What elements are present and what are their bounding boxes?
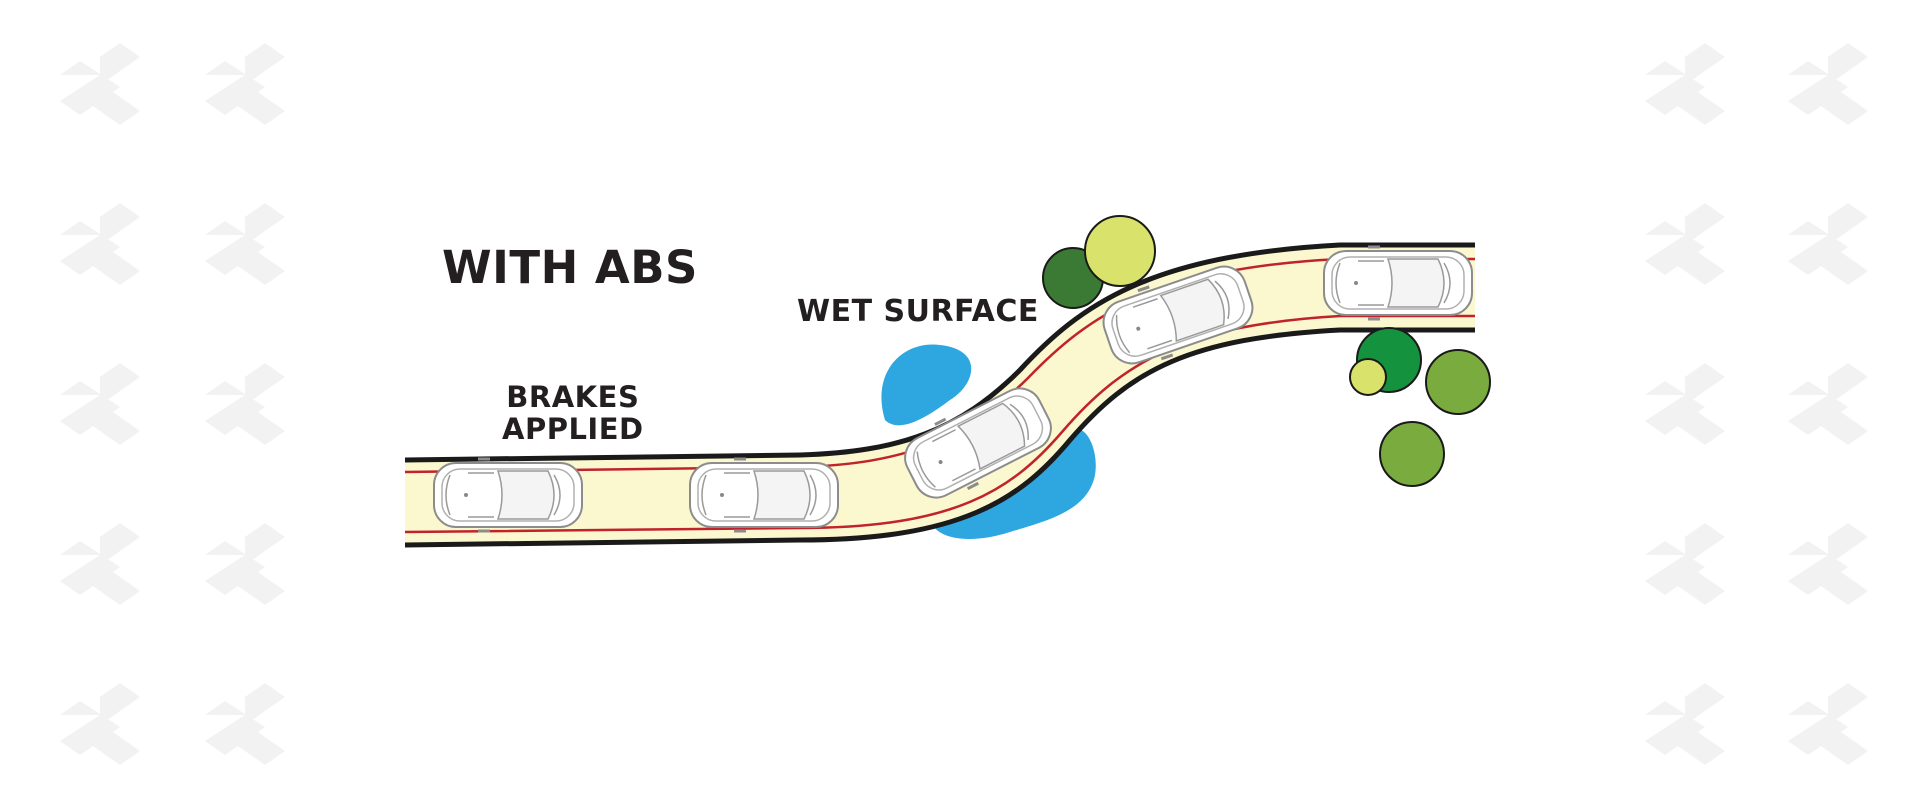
brakes-label-line1: BRAKES bbox=[506, 380, 640, 414]
tree-mid-2 bbox=[1379, 421, 1445, 487]
suzuki-logo-watermark-icon bbox=[205, 683, 285, 765]
suzuki-logo-watermark-icon bbox=[205, 43, 285, 125]
tree-light-2 bbox=[1349, 358, 1387, 396]
tree-mid-1 bbox=[1425, 349, 1491, 415]
suzuki-logo-watermark-icon bbox=[205, 363, 285, 445]
suzuki-logo-watermark-icon bbox=[60, 363, 140, 445]
car-1 bbox=[432, 457, 584, 533]
suzuki-logo-watermark-icon bbox=[1788, 523, 1868, 605]
brakes-label-line2: APPLIED bbox=[502, 411, 644, 446]
suzuki-logo-watermark-icon bbox=[205, 203, 285, 285]
suzuki-logo-watermark-icon bbox=[205, 523, 285, 605]
water-puddle-upper bbox=[881, 344, 972, 426]
brakes-applied-label: BRAKES APPLIED bbox=[502, 380, 644, 446]
suzuki-logo-watermark-icon bbox=[1788, 43, 1868, 125]
car-2 bbox=[688, 457, 840, 533]
suzuki-logo-watermark-icon bbox=[1645, 43, 1725, 125]
suzuki-logo-watermark-icon bbox=[1645, 683, 1725, 765]
suzuki-logo-watermark-icon bbox=[60, 203, 140, 285]
diagram-title: WITH ABS bbox=[442, 241, 698, 294]
car-5 bbox=[1322, 245, 1474, 321]
tree-light-1 bbox=[1084, 215, 1156, 287]
suzuki-logo-watermark-icon bbox=[1645, 203, 1725, 285]
suzuki-logo-watermark-icon bbox=[60, 523, 140, 605]
road-edge-bottom bbox=[404, 327, 1475, 548]
suzuki-logo-watermark-icon bbox=[1645, 523, 1725, 605]
suzuki-logo-watermark-icon bbox=[1645, 363, 1725, 445]
suzuki-logo-watermark-icon bbox=[60, 683, 140, 765]
wet-surface-label: WET SURFACE bbox=[797, 294, 1039, 329]
suzuki-logo-watermark-icon bbox=[60, 43, 140, 125]
suzuki-logo-watermark-icon bbox=[1788, 203, 1868, 285]
watermark-logos bbox=[60, 43, 1868, 765]
suzuki-logo-watermark-icon bbox=[1788, 363, 1868, 445]
trees bbox=[1042, 215, 1491, 487]
suzuki-logo-watermark-icon bbox=[1788, 683, 1868, 765]
road-edge-top bbox=[404, 242, 1475, 463]
